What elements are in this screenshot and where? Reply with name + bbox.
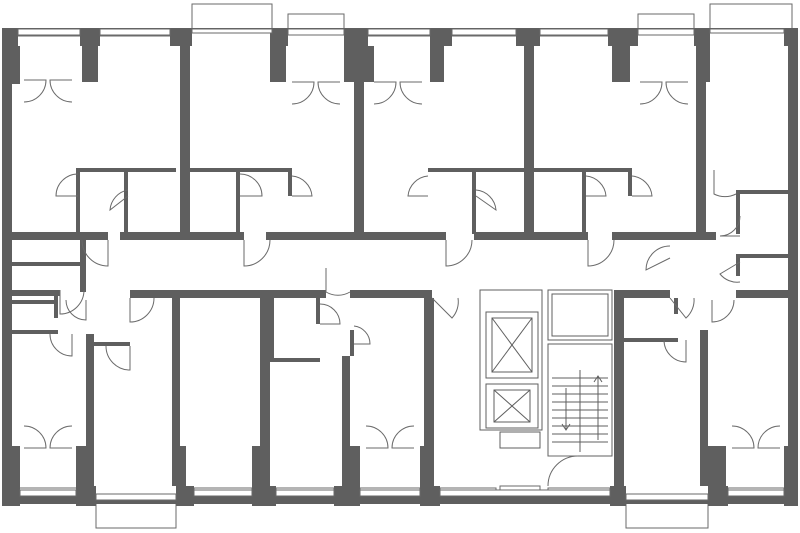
doors [23, 79, 781, 449]
staircase [547, 343, 613, 457]
balcony-bottom-1 [95, 499, 177, 529]
bay-window-top-1 [287, 13, 345, 31]
top-balconies [191, 3, 793, 31]
balcony-top-2 [709, 3, 793, 31]
glazing-top [17, 28, 785, 36]
exterior-walls [2, 28, 798, 506]
balcony-top-1 [191, 3, 273, 31]
elevator-block [479, 289, 543, 431]
glazing-bottom [19, 489, 785, 501]
interior-walls-lower [12, 240, 788, 486]
interior-walls-upper [12, 28, 788, 276]
bay-window-top-2 [637, 13, 695, 31]
stair-landing [547, 289, 613, 341]
bottom-balconies [95, 499, 709, 529]
balcony-bottom-2 [625, 499, 709, 529]
building-core [479, 289, 613, 487]
